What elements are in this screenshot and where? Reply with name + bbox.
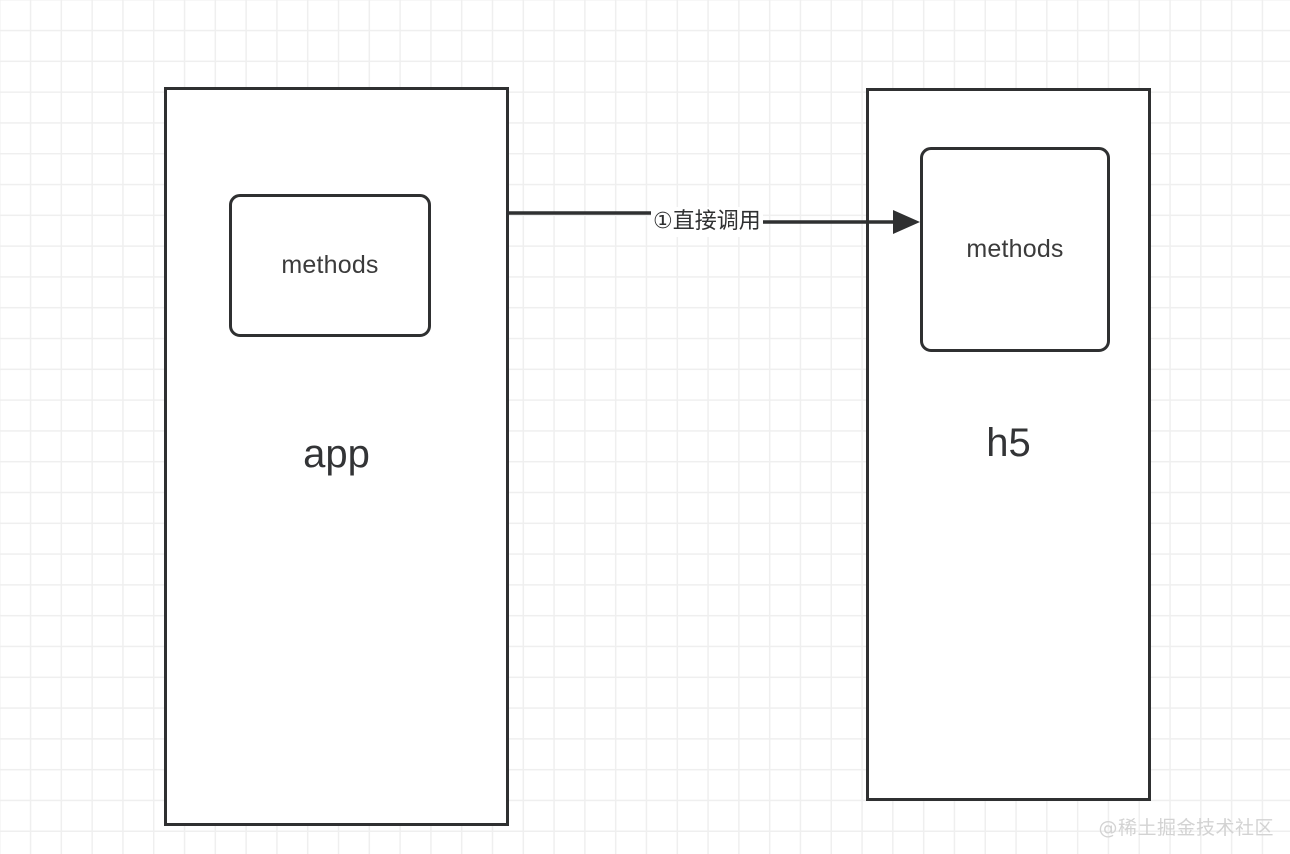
- watermark-label: @稀土掘金技术社区: [1098, 817, 1274, 839]
- app-methods-label: methods: [281, 251, 379, 279]
- h5-title-label: h5: [986, 421, 1031, 465]
- app-title-label: app: [303, 432, 370, 476]
- h5-methods-label: methods: [966, 235, 1064, 263]
- connector-label: ①直接调用: [651, 207, 763, 237]
- h5-methods-box[interactable]: methods: [920, 147, 1110, 352]
- app-methods-box[interactable]: methods: [229, 194, 431, 337]
